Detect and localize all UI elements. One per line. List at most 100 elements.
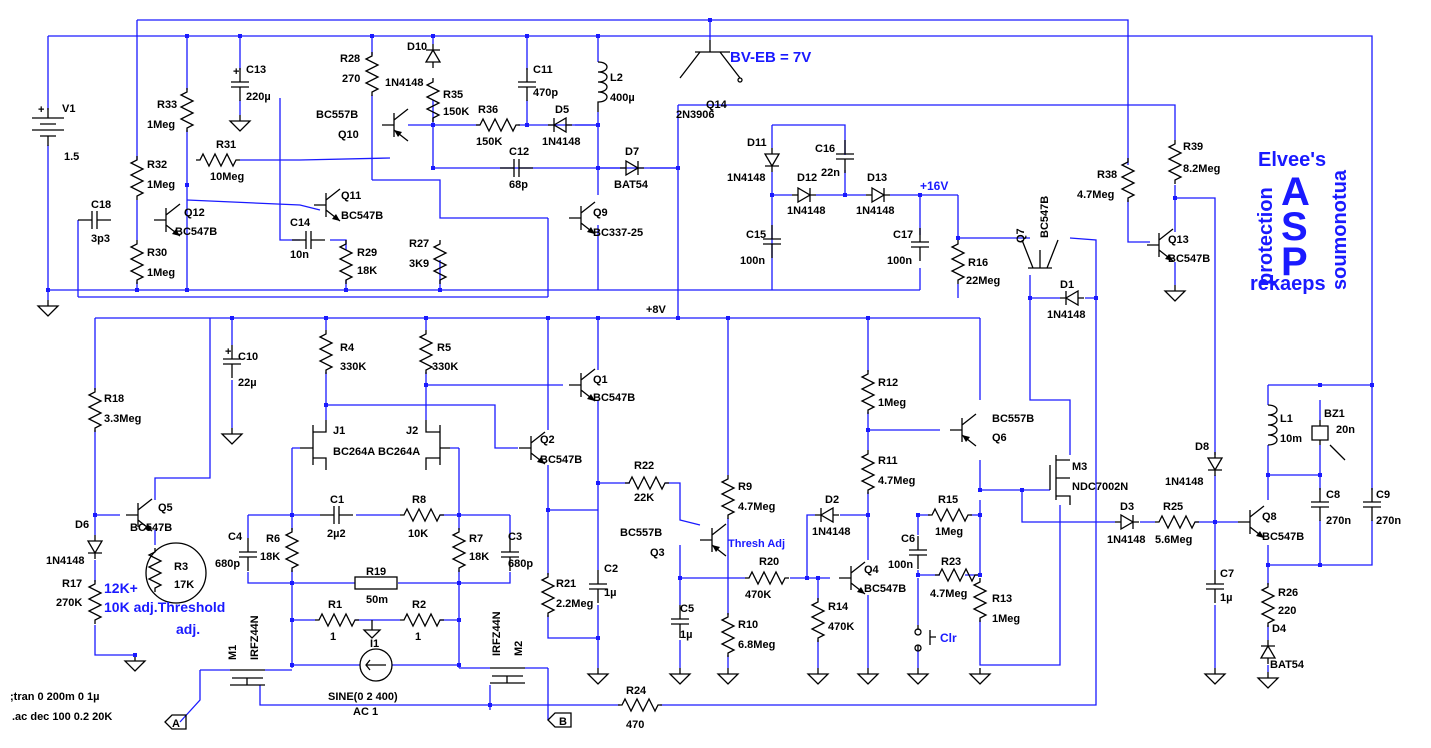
resistor-R13 [973, 577, 987, 623]
svg-text:M2: M2 [513, 641, 525, 656]
svg-text:D5: D5 [555, 104, 569, 116]
resistor-R3 [148, 547, 162, 593]
svg-text:1Meg: 1Meg [147, 267, 175, 279]
diode-D6 [87, 534, 103, 560]
svg-text:R7: R7 [469, 533, 483, 545]
transistor-Q11 [313, 188, 341, 222]
svg-text:D2: D2 [825, 494, 839, 506]
svg-text:5.6Meg: 5.6Meg [1155, 534, 1192, 546]
jfet-J1 [300, 420, 327, 470]
resistor-R28 [365, 51, 379, 97]
svg-text:Q7: Q7 [1015, 228, 1027, 243]
resistor-R25 [1154, 515, 1200, 529]
svg-text:C15: C15 [746, 229, 766, 241]
resistor-R12 [861, 369, 875, 415]
svg-text:C17: C17 [893, 229, 913, 241]
labels: V1 1.5 C13 220µ R28 270 D10 1N4148 R35 1… [10, 41, 1401, 731]
svg-text:100n: 100n [888, 559, 913, 571]
svg-text:BC337-25: BC337-25 [593, 227, 643, 239]
svg-text:C1: C1 [330, 494, 344, 506]
svg-text:22K: 22K [634, 492, 654, 504]
v1-plus: + [38, 104, 44, 116]
svg-text:R30: R30 [147, 247, 167, 259]
svg-text:BC547B: BC547B [540, 454, 582, 466]
svg-text:R3: R3 [174, 561, 188, 573]
svg-text:3K9: 3K9 [409, 258, 429, 270]
thresh-adj-label: Thresh Adj [728, 538, 785, 550]
svg-text:R19: R19 [366, 566, 386, 578]
diode-D2 [814, 507, 840, 523]
svg-text:270n: 270n [1326, 515, 1351, 527]
svg-text:C7: C7 [1220, 568, 1234, 580]
resistor-R31 [195, 153, 241, 167]
svg-text:18K: 18K [357, 265, 377, 277]
svg-text:R25: R25 [1163, 501, 1183, 513]
svg-text:D3: D3 [1120, 501, 1134, 513]
svg-text:Q4: Q4 [864, 564, 880, 576]
svg-text:10n: 10n [290, 249, 309, 261]
svg-text:R15: R15 [938, 494, 958, 506]
svg-text:1N4148: 1N4148 [1107, 534, 1146, 546]
resistor-R11 [861, 449, 875, 495]
svg-text:L2: L2 [610, 72, 623, 84]
components: + + [32, 40, 1382, 730]
svg-text:R9: R9 [738, 481, 752, 493]
capacitor-C1 [319, 505, 354, 525]
svg-text:D6: D6 [75, 519, 89, 531]
svg-text:R28: R28 [340, 53, 360, 65]
resistor-R15 [927, 508, 973, 522]
svg-text:1N4148: 1N4148 [856, 205, 895, 217]
svg-text:330K: 330K [340, 361, 366, 373]
svg-text:R29: R29 [357, 247, 377, 259]
svg-text:1: 1 [330, 631, 336, 643]
transistor-Q6 [949, 413, 977, 447]
svg-text:R2: R2 [412, 599, 426, 611]
diode-D8 [1207, 451, 1223, 477]
svg-text:22n: 22n [821, 167, 840, 179]
svg-text:270n: 270n [1376, 515, 1401, 527]
bv-eb-note: BV-EB = 7V [730, 49, 811, 66]
diode-D1 [1059, 290, 1085, 306]
r3-note-3: adj. [176, 621, 200, 637]
svg-text:R26: R26 [1278, 587, 1298, 599]
svg-text:4.7Meg: 4.7Meg [738, 501, 775, 513]
svg-text:R10: R10 [738, 619, 758, 631]
resistor-R24 [617, 698, 663, 712]
svg-text:BC264A: BC264A [378, 446, 420, 458]
svg-text:BC547B: BC547B [593, 392, 635, 404]
svg-text:50m: 50m [366, 594, 388, 606]
svg-text:18K: 18K [469, 551, 489, 563]
svg-text:1Meg: 1Meg [878, 397, 906, 409]
title-line3: protection [1255, 187, 1277, 285]
r3-note-2: 10K adj.Threshold [104, 599, 225, 615]
resistor-R1 [314, 613, 360, 627]
label-V1: V1 [62, 103, 75, 115]
svg-text:1: 1 [415, 631, 421, 643]
svg-text:1N4148: 1N4148 [812, 526, 851, 538]
svg-text:1N4148: 1N4148 [385, 77, 424, 89]
svg-text:BC547B: BC547B [1168, 253, 1210, 265]
svg-text:18K: 18K [260, 551, 280, 563]
title-line4: rekaeps [1250, 273, 1326, 295]
title-line1: Elvee's [1258, 149, 1326, 171]
svg-text:BC264A: BC264A [333, 446, 375, 458]
resistor-R39 [1168, 139, 1182, 185]
resistor-R32 [130, 155, 144, 201]
port-B [547, 712, 572, 728]
svg-text:BC547B: BC547B [341, 210, 383, 222]
svg-text:1N4148: 1N4148 [727, 172, 766, 184]
svg-text:20n: 20n [1336, 424, 1355, 436]
svg-text:Q5: Q5 [158, 502, 173, 514]
svg-text:3.3Meg: 3.3Meg [104, 413, 141, 425]
resistor-R5 [419, 329, 433, 375]
svg-text:C5: C5 [680, 603, 694, 615]
svg-text:R36: R36 [478, 104, 498, 116]
title-block: Elvee's A S P protection rekaeps soumono… [1250, 149, 1351, 295]
svg-text:Q6: Q6 [992, 432, 1007, 444]
svg-text:1Meg: 1Meg [935, 526, 963, 538]
resistor-R9 [721, 474, 735, 520]
svg-text:C8: C8 [1326, 489, 1340, 501]
svg-text:680p: 680p [215, 558, 240, 570]
svg-text:D13: D13 [867, 172, 887, 184]
title-asp-a: A [1281, 170, 1310, 214]
